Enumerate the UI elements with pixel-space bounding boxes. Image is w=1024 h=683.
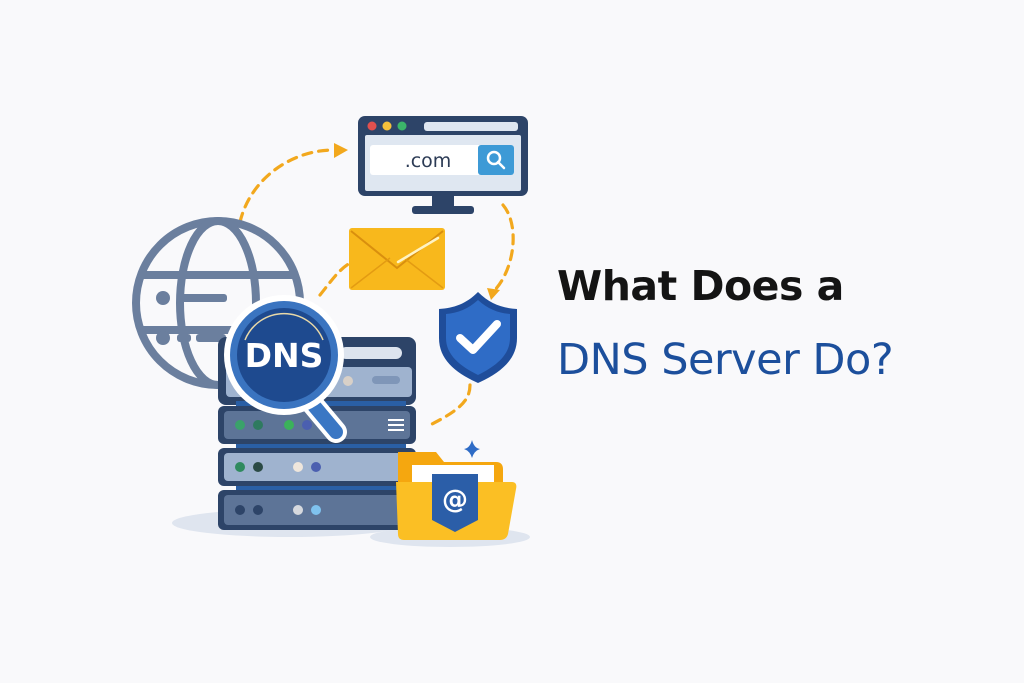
globe-lines (156, 291, 227, 345)
connector-arrows (238, 148, 515, 427)
page-title: What Does a DNS Server Do? (557, 262, 977, 384)
folder-icon: @ (396, 452, 517, 540)
at-symbol: @ (442, 485, 468, 515)
magnifying-glass-icon: DNS (224, 295, 347, 443)
shield-check-icon (439, 292, 517, 383)
browser-window: .com (358, 116, 528, 214)
address-bar-text: .com (405, 150, 452, 172)
title-line-1: What Does a (557, 262, 844, 310)
envelope-icon (349, 228, 445, 290)
dns-label: DNS (245, 336, 324, 375)
title-line-2: DNS Server Do? (557, 335, 894, 385)
search-icon (486, 150, 506, 170)
sparkle-icon (464, 440, 480, 458)
